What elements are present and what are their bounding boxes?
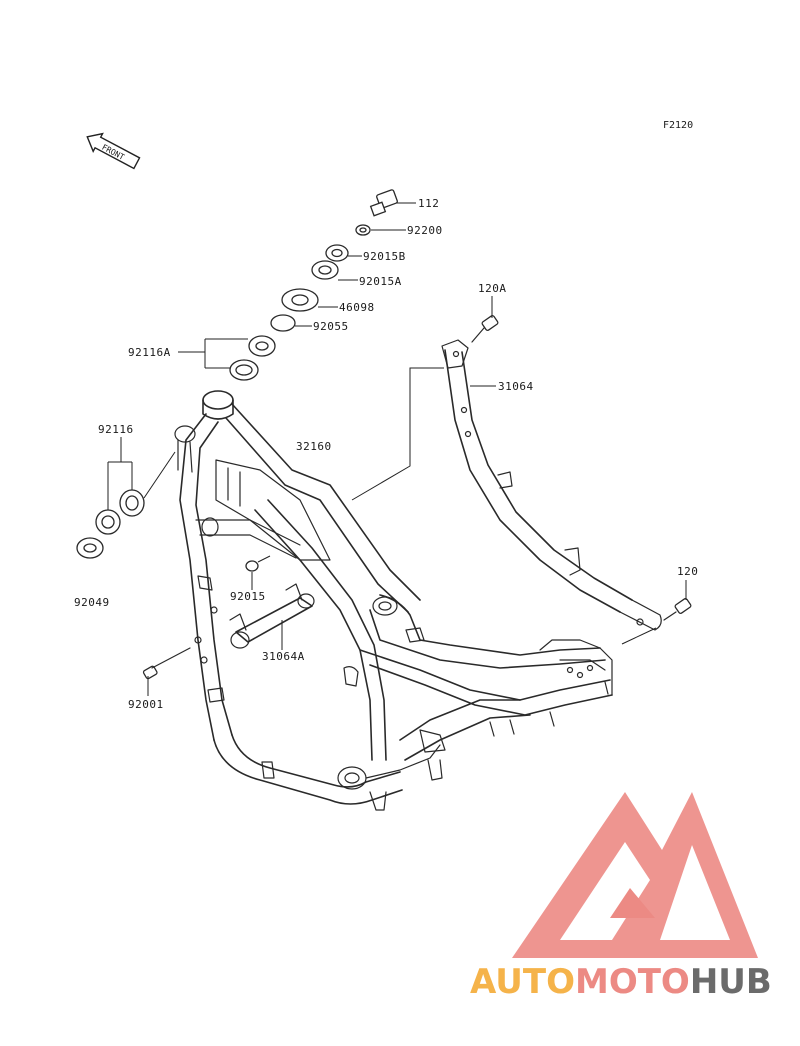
bolt-120A (471, 296, 499, 343)
callout-112: 112 (418, 197, 439, 210)
callout-92116A: 92116A (128, 346, 171, 359)
part-92015-nut (245, 555, 271, 590)
bolt-92001 (142, 647, 191, 696)
callout-92015B: 92015B (363, 250, 406, 263)
callout-120: 120 (677, 565, 698, 578)
callout-92049: 92049 (74, 596, 110, 609)
crossmember-31064A (229, 583, 315, 650)
callout-92116: 92116 (98, 423, 134, 436)
part-92055-ring (270, 314, 312, 332)
part-46098-cap (281, 288, 338, 312)
callout-92055: 92055 (313, 320, 349, 333)
part-112-bolt (369, 189, 416, 217)
callout-32160: 32160 (296, 440, 332, 453)
bolt-120 (621, 580, 692, 645)
main-frame-32160 (174, 390, 613, 811)
front-arrow-icon: FRONT (86, 132, 141, 170)
callout-92200: 92200 (407, 224, 443, 237)
callout-92001: 92001 (128, 698, 164, 711)
callout-92015: 92015 (230, 590, 266, 603)
part-92200-washer (355, 224, 406, 236)
callout-46098: 46098 (339, 301, 375, 314)
part-92116A-bearings (178, 335, 276, 381)
diagram-code: F2120 (663, 120, 693, 131)
automotohub-logo-mark (512, 792, 758, 958)
callout-31064A: 31064A (262, 650, 305, 663)
callout-92015A: 92015A (359, 275, 402, 288)
callout-120A: 120A (478, 282, 507, 295)
rear-subframe-31064 (351, 339, 662, 631)
part-92015B-nut (325, 244, 362, 262)
watermark-moto: MOTO (574, 962, 690, 1002)
part-92116-bearings (76, 437, 176, 559)
watermark-auto: AUTO (470, 962, 575, 1002)
part-92015A-nut (311, 260, 358, 281)
callout-31064: 31064 (498, 380, 534, 393)
automotohub-watermark: AUTOMOTOHUB (470, 962, 772, 1002)
watermark-hub: HUB (689, 962, 772, 1002)
